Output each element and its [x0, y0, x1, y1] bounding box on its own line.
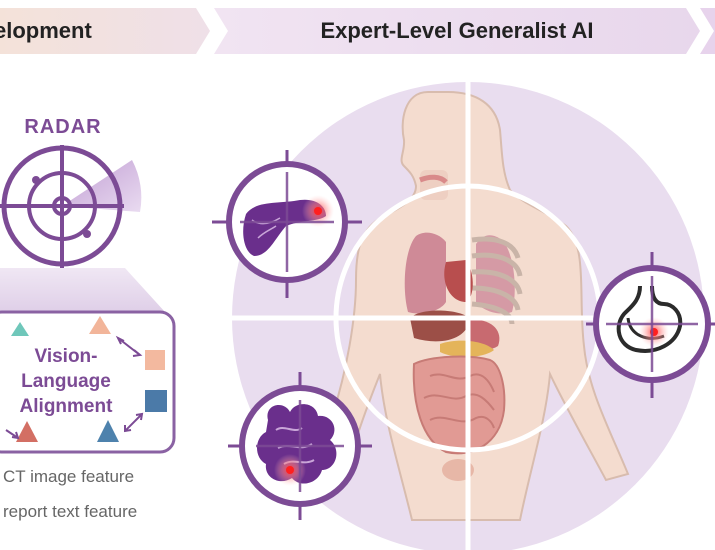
alignment-label-line2: Language: [21, 371, 111, 392]
legend-text-feature: report text feature: [3, 502, 138, 521]
triangle-teal-icon: [11, 322, 29, 336]
banner-expert-ai: Expert-Level Generalist AI: [214, 8, 700, 54]
alignment-shapes: [5, 316, 167, 442]
alignment-label: Vision- Language Alignment: [10, 344, 122, 419]
legend-image-feature: CT image feature: [3, 467, 135, 486]
square-blue-icon: [145, 390, 167, 412]
radar-title: RADAR: [24, 116, 102, 138]
square-peach-icon: [145, 350, 165, 370]
triangle-red-icon: [16, 421, 38, 442]
alignment-label-line1: Vision-: [34, 346, 98, 367]
banner-left-title: elopment: [0, 18, 92, 43]
banner-model-development: elopment: [0, 8, 210, 54]
pancreas-target: [212, 150, 362, 298]
triangle-blue-icon: [97, 420, 119, 442]
alignment-label-line3: Alignment: [19, 396, 113, 417]
intestine-icon: [257, 404, 337, 486]
radar-icon: [0, 145, 142, 268]
radar-projection-cone: [0, 268, 165, 312]
stomach-target: [586, 252, 715, 398]
intestine-target: [228, 372, 372, 520]
banner-right-title: Expert-Level Generalist AI: [320, 18, 594, 43]
triangle-peach-icon: [89, 316, 111, 334]
